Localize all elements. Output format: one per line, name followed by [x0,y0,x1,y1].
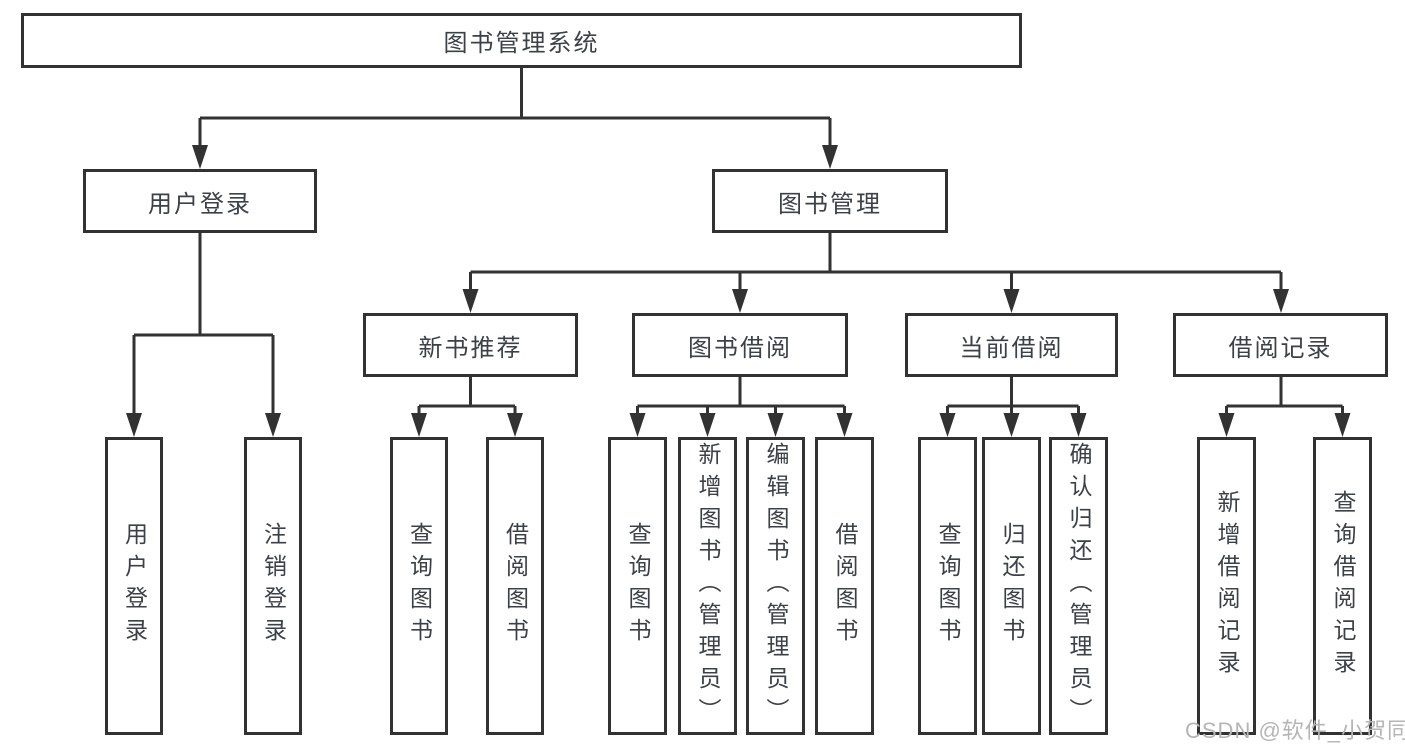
node-label: 图书管理系统 [443,30,600,57]
leaf-query-books: 查询图书 [608,437,667,735]
leaf-query-borrow-record: 查询借阅记录 [1313,437,1372,735]
node-current-borrow: 当前借阅 [905,313,1118,377]
node-label: 图书管理 [778,190,882,218]
leaf-return-books: 归还图书 [982,437,1041,735]
node-label: 当前借阅 [959,334,1064,362]
node-borrow-record: 借阅记录 [1173,313,1388,377]
node-label: 用户登录 [148,190,252,218]
leaf-user-login: 用户登录 [105,437,163,735]
node-book-borrow: 图书借阅 [632,313,848,377]
node-label: 新书推荐 [418,334,523,362]
csdn-watermark: CSDN @软件_小贺同学 [1185,718,1405,743]
leaf-query-books: 查询图书 [390,437,448,735]
leaf-borrow-books: 借阅图书 [486,437,544,735]
leaf-edit-books-admin: 编辑图书（管理员） [746,437,805,735]
node-new-book-recommend: 新书推荐 [363,313,578,377]
leaf-confirm-return-admin: 确认归还（管理员） [1049,437,1108,735]
leaf-query-books: 查询图书 [918,437,977,735]
leaf-add-books-admin: 新增图书（管理员） [678,437,737,735]
node-book-management: 图书管理 [712,169,948,233]
arrowhead-icons [126,145,1351,437]
node-label: 图书借阅 [688,334,792,362]
leaf-borrow-books: 借阅图书 [815,437,874,735]
node-user-login: 用户登录 [83,169,317,233]
node-library-management-system: 图书管理系统 [21,13,1022,68]
leaf-add-borrow-record: 新增借阅记录 [1197,437,1256,735]
node-label: 借阅记录 [1228,334,1333,362]
leaf-logout: 注销登录 [244,437,302,735]
